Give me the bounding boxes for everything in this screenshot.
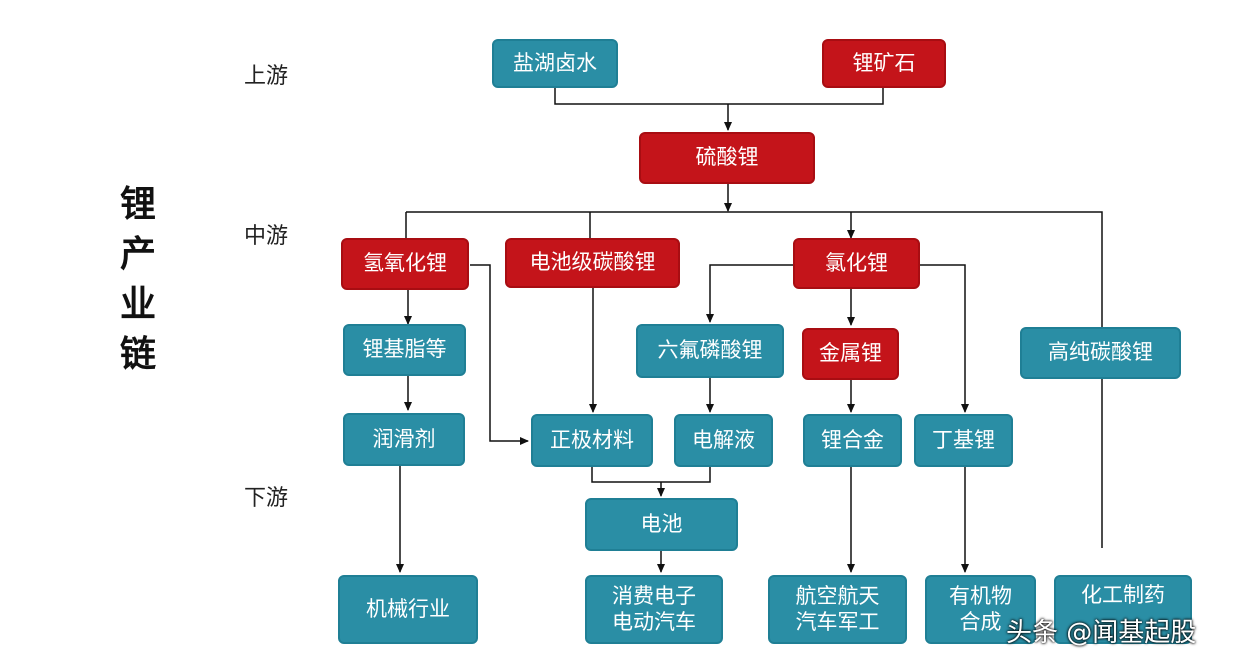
node-lithium-hydroxide: 氢氧化锂 <box>341 238 469 290</box>
connector-brine-to-sulfate <box>554 88 884 105</box>
connector-chloride-to-butyl <box>920 264 969 413</box>
node-consumer-ev: 消费电子 电动汽车 <box>585 575 723 644</box>
node-chemical-pharma: 化工制药 <box>1054 575 1192 644</box>
node-butyl-lithium: 丁基锂 <box>914 414 1013 467</box>
stage-label-midstream: 中游 <box>244 224 289 249</box>
stage-label-downstream: 下游 <box>244 486 289 511</box>
node-lubricant: 润滑剂 <box>343 413 465 466</box>
node-organic-synthesis: 有机物 合成 <box>925 575 1036 644</box>
diagram-title: 锂 产 业 链 <box>119 184 156 375</box>
connector-midstream-bus <box>405 211 1103 548</box>
node-lithium-alloy: 锂合金 <box>803 414 902 467</box>
node-lithium-sulfate: 硫酸锂 <box>639 132 815 184</box>
node-battery-grade-carbonate: 电池级碳酸锂 <box>505 238 680 288</box>
node-high-purity-carbonate: 高纯碳酸锂 <box>1020 327 1181 379</box>
stage-label-upstream: 上游 <box>244 64 289 89</box>
node-electrolyte: 电解液 <box>674 414 773 467</box>
node-aerospace-auto-military: 航空航天 汽车军工 <box>768 575 907 644</box>
connector-materials-to-battery <box>591 467 711 496</box>
node-lithium-metal: 金属锂 <box>802 328 899 380</box>
node-battery: 电池 <box>585 498 738 551</box>
connector-hydroxide-to-cathode <box>470 264 529 445</box>
node-lithium-hexafluorophosphate: 六氟磷酸锂 <box>636 324 784 378</box>
node-salt-lake-brine: 盐湖卤水 <box>492 39 618 88</box>
watermark: 头条 @闻基起股 <box>1006 618 1197 648</box>
node-machinery: 机械行业 <box>338 575 478 644</box>
node-lithium-grease: 锂基脂等 <box>343 324 466 376</box>
node-lithium-chloride: 氯化锂 <box>793 238 920 289</box>
node-cathode-material: 正极材料 <box>531 414 653 467</box>
connector-chloride-to-hexafluoro <box>706 264 794 323</box>
node-lithium-ore: 锂矿石 <box>822 39 946 88</box>
